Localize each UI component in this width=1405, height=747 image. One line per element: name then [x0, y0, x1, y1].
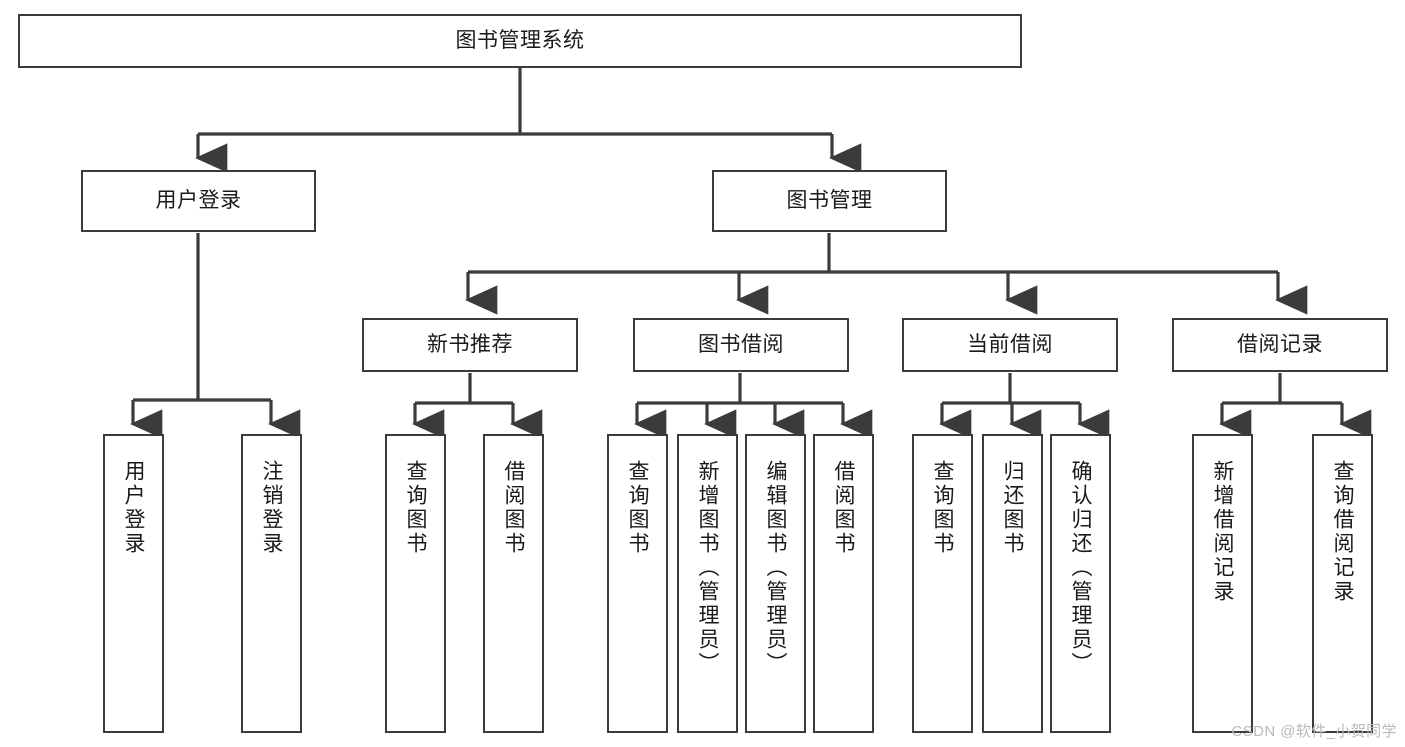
leaf-current-return-book[interactable]: 归还图书: [982, 434, 1043, 733]
leaf-recommend-borrow-book[interactable]: 借阅图书: [483, 434, 544, 733]
leaf-user-login-login[interactable]: 用户登录: [103, 434, 164, 733]
node-book-management[interactable]: 图书管理: [712, 170, 947, 232]
node-label: 借阅记录: [1237, 332, 1323, 356]
node-current-borrow[interactable]: 当前借阅: [902, 318, 1118, 372]
node-label: 查询图书: [404, 460, 427, 556]
leaf-borrow-query-book[interactable]: 查询图书: [607, 434, 668, 733]
node-label: 图书借阅: [698, 332, 784, 356]
leaf-borrow-add-book-admin[interactable]: 新增图书（管理员）: [677, 434, 738, 733]
node-label: 当前借阅: [967, 332, 1053, 356]
node-label: 编辑图书（管理员）: [764, 460, 787, 676]
node-label: 借阅图书: [832, 460, 855, 556]
node-root-system[interactable]: 图书管理系统: [18, 14, 1022, 68]
node-label: 确认归还（管理员）: [1069, 460, 1092, 676]
node-label: 查询借阅记录: [1331, 460, 1354, 604]
leaf-record-add-record[interactable]: 新增借阅记录: [1192, 434, 1253, 733]
node-label: 用户登录: [155, 188, 242, 212]
leaf-current-query-book[interactable]: 查询图书: [912, 434, 973, 733]
node-book-borrow[interactable]: 图书借阅: [633, 318, 849, 372]
leaf-current-confirm-return-admin[interactable]: 确认归还（管理员）: [1050, 434, 1111, 733]
node-label: 新增借阅记录: [1211, 460, 1234, 604]
node-label: 查询图书: [626, 460, 649, 556]
node-borrow-record[interactable]: 借阅记录: [1172, 318, 1388, 372]
leaf-recommend-query-book[interactable]: 查询图书: [385, 434, 446, 733]
leaf-borrow-edit-book-admin[interactable]: 编辑图书（管理员）: [745, 434, 806, 733]
node-label: 新增图书（管理员）: [696, 460, 719, 676]
csdn-watermark: CSDN @软件_小贺同学: [1231, 723, 1397, 740]
node-label: 注销登录: [260, 460, 283, 556]
node-new-book-recommend[interactable]: 新书推荐: [362, 318, 578, 372]
leaf-record-query-record[interactable]: 查询借阅记录: [1312, 434, 1373, 733]
node-user-login[interactable]: 用户登录: [81, 170, 316, 232]
node-label: 新书推荐: [427, 332, 513, 356]
node-label: 查询图书: [931, 460, 954, 556]
leaf-user-login-logout[interactable]: 注销登录: [241, 434, 302, 733]
leaf-borrow-borrow-book[interactable]: 借阅图书: [813, 434, 874, 733]
node-label: 用户登录: [122, 460, 145, 556]
node-label: 图书管理: [786, 188, 873, 212]
node-label: 图书管理系统: [455, 28, 585, 52]
node-label: 借阅图书: [502, 460, 525, 556]
node-label: 归还图书: [1001, 460, 1024, 556]
